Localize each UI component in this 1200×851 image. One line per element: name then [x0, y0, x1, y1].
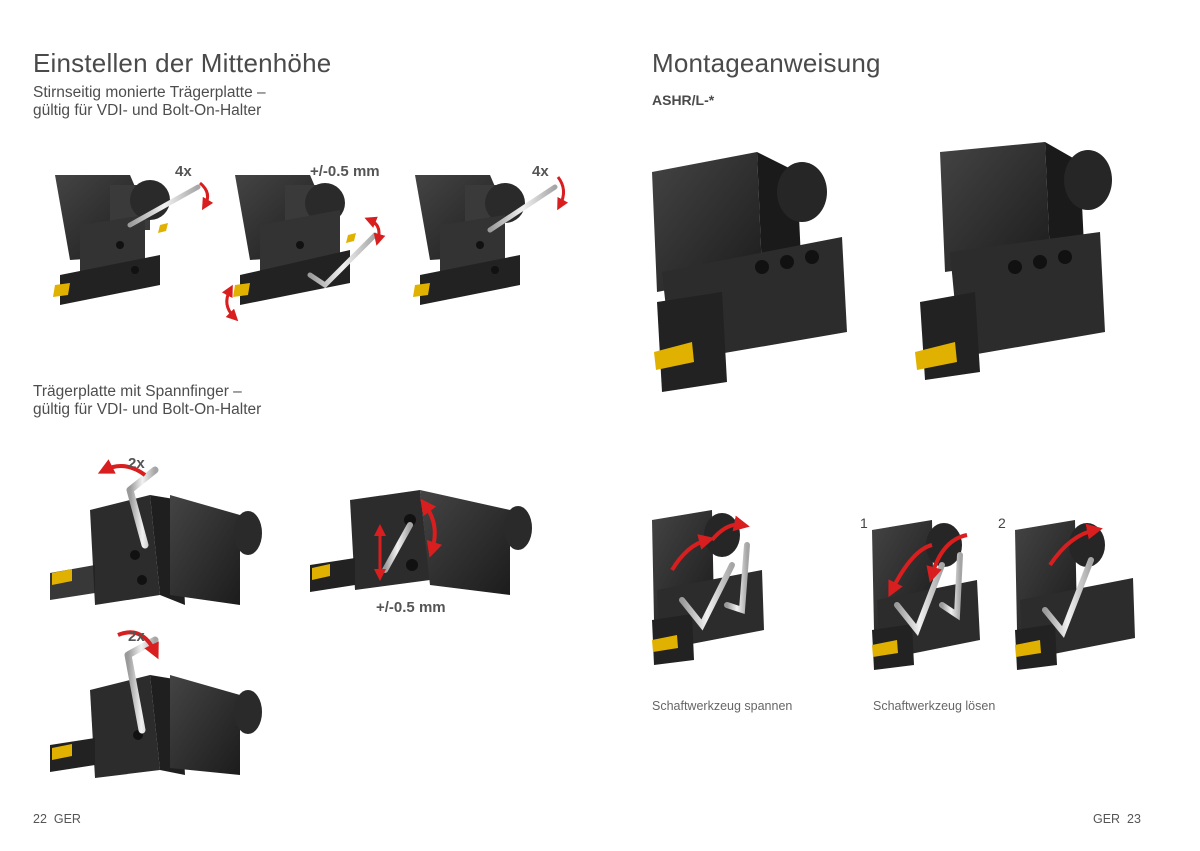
section1-heading-line1: Stirnseitig monierte Trägerplatte –: [33, 84, 266, 101]
section2-heading: Trägerplatte mit Spannfinger – gültig fü…: [33, 383, 261, 419]
tool-illustration-1c: [413, 175, 569, 305]
tool-illustration-1b: [221, 175, 386, 322]
right-page-language: GER: [1093, 812, 1121, 826]
clamp-illustration: [652, 510, 764, 665]
left-page-number: 22: [33, 812, 47, 826]
section1-label-1: 4x: [175, 163, 192, 180]
step-number-1: 1: [860, 515, 868, 531]
right-page-number: 23: [1127, 812, 1141, 826]
left-page-language: GER: [53, 812, 81, 826]
section2-heading-line1: Trägerplatte mit Spannfinger –: [33, 383, 242, 400]
tool-illustration-2a: [50, 459, 262, 605]
section1-heading: Stirnseitig monierte Trägerplatte – gült…: [33, 84, 266, 120]
tool-illustration-1a: [53, 175, 214, 305]
right-page-footer: GER 23: [1093, 812, 1141, 826]
section2-label-1: 2x: [128, 455, 145, 472]
section1-label-3: 4x: [532, 163, 549, 180]
section2-label-2: +/-0.5 mm: [376, 599, 446, 616]
right-page-title: Montageanweisung: [652, 48, 881, 78]
product-code: ASHR/L-*: [652, 92, 715, 108]
section1-heading-line2: gültig für VDI- und Bolt-On-Halter: [33, 102, 262, 119]
caption-release: Schaftwerkzeug lösen: [873, 699, 996, 713]
section2-heading-line2: gültig für VDI- und Bolt-On-Halter: [33, 401, 262, 418]
section2-label-3: 2x: [128, 628, 145, 645]
holder-illustration-large-2: [915, 142, 1112, 380]
release-illustration-step-1: [872, 520, 980, 670]
left-page-title: Einstellen der Mittenhöhe: [33, 48, 332, 78]
tool-illustration-2b: [310, 490, 532, 595]
holder-illustration-large-1: [652, 152, 847, 392]
step-number-2: 2: [998, 515, 1006, 531]
release-illustration-step-2: [1015, 520, 1135, 670]
section1-label-2: +/-0.5 mm: [310, 163, 380, 180]
tool-illustration-2c: [50, 630, 262, 778]
left-page-footer: 22 GER: [33, 812, 81, 826]
caption-clamp: Schaftwerkzeug spannen: [652, 699, 793, 713]
